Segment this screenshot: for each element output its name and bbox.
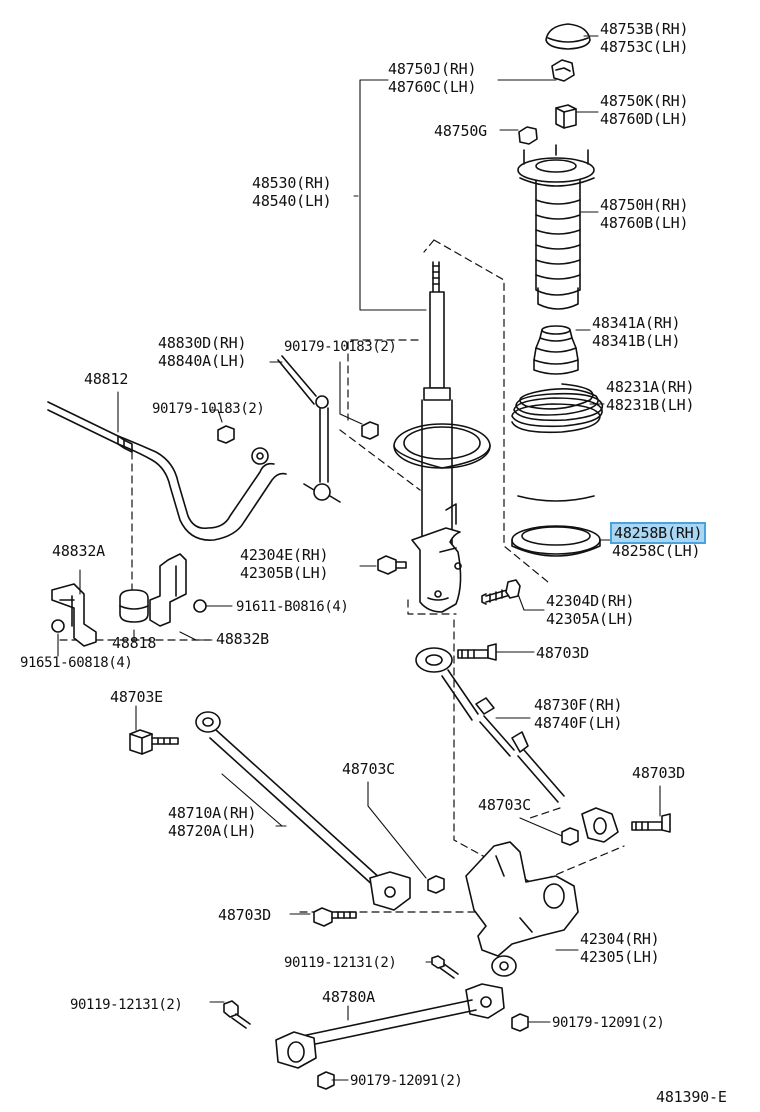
- label-90119-12131-lower[interactable]: 90119-12131(2): [70, 997, 183, 1013]
- label-48780A[interactable]: 48780A: [322, 988, 375, 1006]
- knuckle-bolt-90119-part[interactable]: [431, 955, 459, 979]
- mount-nut-g-part[interactable]: [518, 126, 538, 145]
- stabilizer-bushing-part[interactable]: [119, 589, 149, 623]
- bump-stopper-part[interactable]: [533, 325, 579, 375]
- label-48730F[interactable]: 48730F(RH): [534, 696, 623, 714]
- label-48830D[interactable]: 48830D(RH): [158, 334, 247, 352]
- label-48703E[interactable]: 48703E: [110, 688, 163, 706]
- bolt-48703D-right-part[interactable]: [631, 813, 671, 833]
- bolt-48703D-lower-part[interactable]: [313, 907, 357, 927]
- label-48703D-right[interactable]: 48703D: [632, 764, 685, 782]
- label-48818[interactable]: 48818: [112, 634, 157, 652]
- stabilizer-link-part[interactable]: [277, 355, 341, 503]
- label-48760C[interactable]: 48760C(LH): [388, 78, 477, 96]
- nut-90179-bottom-part[interactable]: [317, 1071, 335, 1090]
- label-48840A[interactable]: 48840A(LH): [158, 352, 247, 370]
- label-42304E[interactable]: 42304E(RH): [240, 546, 329, 564]
- nut-90179-right-part[interactable]: [511, 1013, 529, 1032]
- strut-bolt-42304D-part[interactable]: [481, 579, 521, 605]
- lower-arm-48780A-part[interactable]: [275, 983, 505, 1069]
- label-48740F[interactable]: 48740F(LH): [534, 714, 623, 732]
- label-48812[interactable]: 48812: [84, 370, 129, 388]
- coil-spring-part[interactable]: [511, 383, 604, 502]
- mount-cap-part[interactable]: [545, 23, 591, 50]
- label-48710A[interactable]: 48710A(RH): [168, 804, 257, 822]
- label-48341A[interactable]: 48341A(RH): [592, 314, 681, 332]
- link-nut-lower-part[interactable]: [217, 425, 235, 444]
- label-48753C[interactable]: 48753C(LH): [600, 38, 689, 56]
- mount-nut-part[interactable]: [551, 59, 575, 82]
- bracket-bolt-a-icon: [51, 619, 65, 633]
- spring-seat-part[interactable]: [511, 525, 601, 557]
- label-48750K[interactable]: 48750K(RH): [600, 92, 689, 110]
- label-48530[interactable]: 48530(RH): [252, 174, 332, 192]
- label-48832B[interactable]: 48832B: [216, 630, 269, 648]
- label-90179-10183-lower[interactable]: 90179-10183(2): [152, 401, 265, 417]
- label-48703D-lower[interactable]: 48703D: [218, 906, 271, 924]
- label-90119-12131-upper[interactable]: 90119-12131(2): [284, 955, 397, 971]
- lower-bolt-90119-part[interactable]: [223, 1000, 251, 1029]
- label-42304D[interactable]: 42304D(RH): [546, 592, 635, 610]
- label-91651-60818[interactable]: 91651-60818(4): [20, 655, 133, 671]
- nut-48703C-right-part[interactable]: [561, 827, 579, 846]
- stabilizer-bracket-a-part[interactable]: [51, 583, 97, 647]
- label-48231A[interactable]: 48231A(RH): [606, 378, 695, 396]
- label-48703C-left[interactable]: 48703C: [342, 760, 395, 778]
- label-48258C[interactable]: 48258C(LH): [612, 542, 701, 560]
- bolt-48703D-upper-part[interactable]: [457, 643, 497, 661]
- bolt-48703E-part[interactable]: [129, 729, 179, 755]
- label-42305[interactable]: 42305(LH): [580, 948, 660, 966]
- leader-lines: [57, 35, 661, 1081]
- label-90179-12091-bottom[interactable]: 90179-12091(2): [350, 1073, 463, 1089]
- label-48703D-upper[interactable]: 48703D: [536, 644, 589, 662]
- label-48750J[interactable]: 48750J(RH): [388, 60, 477, 78]
- label-48750G[interactable]: 48750G: [434, 122, 487, 140]
- label-48832A[interactable]: 48832A: [52, 542, 105, 560]
- label-48753B[interactable]: 48753B(RH): [600, 20, 689, 38]
- stabilizer-bar-part[interactable]: [47, 401, 287, 541]
- label-48760D[interactable]: 48760D(LH): [600, 110, 689, 128]
- diagram-id: 481390-E: [656, 1088, 727, 1106]
- shock-absorber-part[interactable]: [393, 261, 491, 613]
- lateral-arm-48730F-part[interactable]: [415, 647, 619, 843]
- label-48258B-highlighted[interactable]: 48258B(RH): [609, 522, 707, 544]
- label-48231B[interactable]: 48231B(LH): [606, 396, 695, 414]
- mount-collar-part[interactable]: [555, 104, 577, 129]
- label-48760B[interactable]: 48760B(LH): [600, 214, 689, 232]
- label-48750H[interactable]: 48750H(RH): [600, 196, 689, 214]
- strut-nut-42304E-part[interactable]: [377, 555, 407, 575]
- label-48703C-right[interactable]: 48703C: [478, 796, 531, 814]
- label-42304[interactable]: 42304(RH): [580, 930, 660, 948]
- label-90179-12091-right[interactable]: 90179-12091(2): [552, 1015, 665, 1031]
- label-90179-10183-upper[interactable]: 90179-10183(2): [284, 339, 397, 355]
- upper-support-part[interactable]: [517, 144, 595, 310]
- label-48341B[interactable]: 48341B(LH): [592, 332, 681, 350]
- stabilizer-bracket-b-part[interactable]: [149, 553, 187, 627]
- nut-48703C-left-part[interactable]: [427, 875, 445, 894]
- label-48720A[interactable]: 48720A(LH): [168, 822, 257, 840]
- label-91611-B0816[interactable]: 91611-B0816(4): [236, 599, 349, 615]
- label-42305A[interactable]: 42305A(LH): [546, 610, 635, 628]
- knuckle-42304-part[interactable]: [465, 841, 579, 977]
- label-48540[interactable]: 48540(LH): [252, 192, 332, 210]
- bracket-bolt-b-icon: [193, 599, 207, 613]
- label-42305B[interactable]: 42305B(LH): [240, 564, 329, 582]
- link-nut-upper-part[interactable]: [361, 421, 379, 440]
- trailing-arm-48710A-part[interactable]: [195, 711, 411, 911]
